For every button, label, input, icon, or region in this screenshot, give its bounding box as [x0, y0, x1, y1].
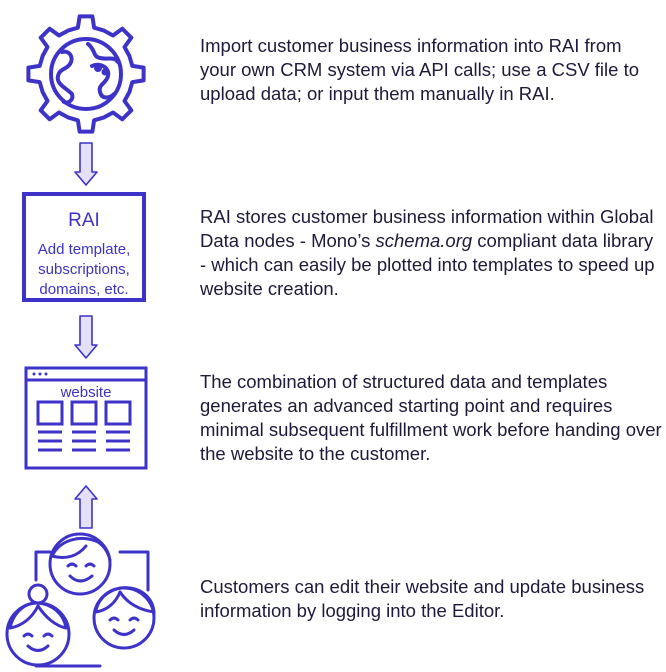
rai-box-line-3: domains, etc.: [39, 281, 129, 298]
arrow-up-3: [74, 485, 98, 529]
step-4-description: Customers can edit their website and upd…: [200, 576, 645, 621]
step-2-description: RAI stores customer business information…: [200, 205, 662, 301]
step-2-text-emphasis: schema.org: [375, 230, 473, 251]
step-1-description: Import customer business information int…: [200, 35, 640, 104]
arrow-down-2: [74, 315, 98, 359]
step-2-text-end: compliant data library - which can easil…: [200, 230, 655, 299]
rai-box-line-1: Add template,: [37, 241, 131, 258]
customers-icon: [5, 532, 156, 668]
website-icon-label: website: [60, 384, 112, 401]
rai-box: RAI Add template, subscriptions, domains…: [22, 192, 146, 302]
globe-gear-icon: [26, 14, 146, 134]
arrow-down-1: [74, 142, 98, 186]
website-icon: [24, 366, 148, 470]
step-3-description: The combination of structured data and t…: [200, 371, 662, 464]
rai-box-line-2: subscriptions,: [38, 261, 130, 278]
step-2-text-start: RAI stores customer business information…: [200, 206, 654, 251]
rai-box-subtitle: Add template, subscriptions, domains, et…: [26, 240, 142, 300]
rai-box-title: RAI: [68, 210, 100, 231]
